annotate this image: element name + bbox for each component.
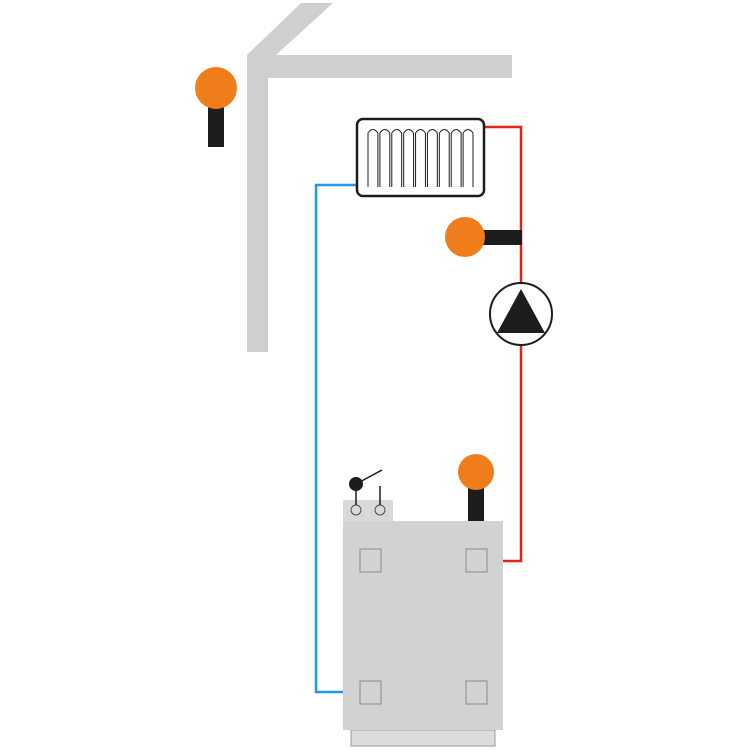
radiator-fin bbox=[450, 129, 462, 187]
control-switch bbox=[349, 469, 386, 516]
radiator-fin bbox=[426, 129, 438, 187]
radiator-fin bbox=[367, 129, 379, 187]
boiler-base bbox=[350, 729, 496, 747]
boiler bbox=[343, 500, 503, 747]
radiator-fin bbox=[379, 129, 391, 187]
boiler-port-supply bbox=[465, 548, 488, 573]
building-wall bbox=[247, 3, 512, 352]
boiler-sensor-head bbox=[458, 454, 494, 490]
boiler-port-return bbox=[359, 680, 382, 705]
flow-sensor-head bbox=[445, 217, 485, 257]
outdoor-sensor-head bbox=[195, 67, 237, 109]
boiler-port-top-left bbox=[359, 548, 382, 573]
radiator-fin bbox=[415, 129, 426, 187]
pump-icon bbox=[497, 289, 545, 333]
radiator-fin bbox=[462, 129, 474, 187]
return-pipe bbox=[314, 183, 362, 694]
boiler-port-bottom-right bbox=[465, 680, 488, 705]
radiator-fins bbox=[367, 129, 474, 187]
radiator-body bbox=[355, 117, 486, 198]
circulation-pump bbox=[489, 282, 553, 346]
radiator bbox=[355, 117, 486, 198]
outdoor-sensor bbox=[195, 67, 237, 147]
boiler-body bbox=[343, 521, 503, 730]
flow-sensor bbox=[445, 217, 522, 257]
boiler-control-box bbox=[343, 500, 393, 522]
radiator-fin bbox=[438, 129, 450, 187]
boiler-sensor bbox=[458, 454, 494, 521]
radiator-fin bbox=[391, 129, 403, 187]
radiator-fin bbox=[403, 129, 415, 187]
outdoor-sensor-stem bbox=[208, 100, 224, 147]
switch-icon bbox=[349, 477, 363, 491]
